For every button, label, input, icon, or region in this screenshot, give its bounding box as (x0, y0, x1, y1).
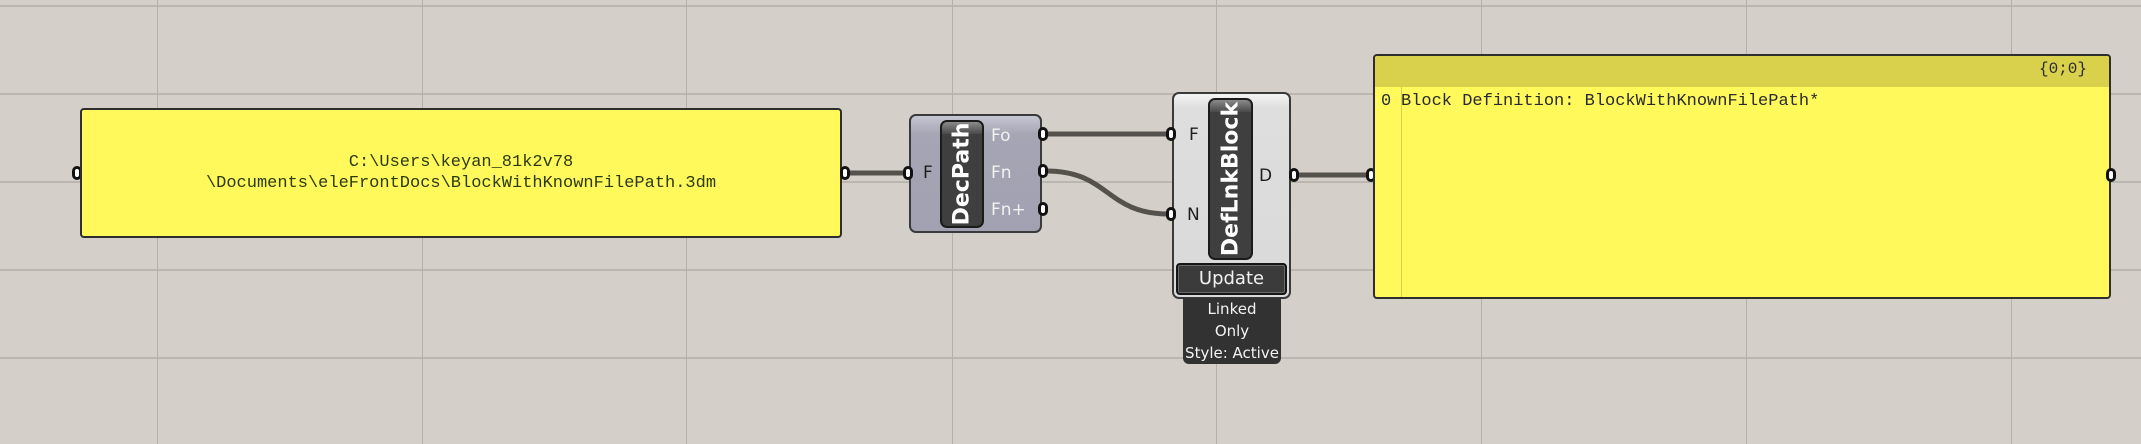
decpath-output-fn-plus[interactable]: Fn+ (991, 200, 1026, 220)
deflnkblock-status-tag: Linked Only Style: Active (1183, 298, 1281, 364)
decpath-fn-grip[interactable] (1038, 164, 1048, 178)
decpath-label: DecPath (940, 120, 984, 228)
decpath-output-fn[interactable]: Fn (991, 163, 1012, 183)
deflnkblock-title: DefLnkBlock (1218, 101, 1243, 257)
decpath-component[interactable]: DecPath F Fo Fn Fn+ (909, 114, 1042, 233)
output-panel-output-grip[interactable] (2106, 168, 2116, 182)
deflnkblock-label: DefLnkBlock (1208, 98, 1253, 260)
tag-line-only: Only (1214, 322, 1250, 340)
row-value: Block Definition: BlockWithKnownFilePath… (1401, 92, 1820, 111)
update-button[interactable]: Update (1176, 263, 1287, 295)
panel-output-grip[interactable] (840, 166, 850, 180)
decpath-title: DecPath (949, 122, 975, 226)
decpath-fo-grip[interactable] (1038, 127, 1048, 141)
deflnkblock-input-f[interactable]: F (1189, 125, 1199, 145)
file-path-line-2: \Documents\eleFrontDocs\BlockWithKnownFi… (205, 174, 717, 193)
grid-line (0, 93, 2141, 95)
file-path-panel[interactable]: C:\Users\keyan_81k2v78 \Documents\eleFro… (80, 108, 842, 238)
grid-line (0, 181, 2141, 183)
deflnkblock-input-n[interactable]: N (1187, 205, 1200, 225)
grid-line (0, 269, 2141, 271)
decpath-input-grip[interactable] (903, 166, 913, 180)
output-panel[interactable]: {0;0} 0 Block Definition: BlockWithKnownF… (1373, 54, 2111, 299)
grid-line (0, 357, 2141, 359)
deflnkblock-n-grip[interactable] (1166, 207, 1176, 221)
decpath-fn-plus-grip[interactable] (1038, 202, 1048, 216)
data-path-label: {0;0} (2038, 60, 2087, 78)
deflnkblock-output-d[interactable]: D (1259, 166, 1273, 186)
output-panel-row: 0 Block Definition: BlockWithKnownFilePat… (1381, 92, 1819, 111)
deflnkblock-d-grip[interactable] (1289, 168, 1299, 182)
deflnkblock-f-grip[interactable] (1166, 127, 1176, 141)
output-panel-header: {0;0} (1375, 56, 2109, 87)
tag-line-style: Style: Active (1185, 344, 1279, 362)
tag-line-linked: Linked (1207, 300, 1257, 318)
file-path-line-1: C:\Users\keyan_81k2v78 (348, 153, 574, 172)
decpath-input-f[interactable]: F (923, 163, 933, 183)
index-column-divider (1401, 56, 1402, 297)
decpath-output-fo[interactable]: Fo (991, 126, 1011, 146)
row-index: 0 (1381, 92, 1392, 111)
wire-fn-to-n (1045, 168, 1170, 217)
grid-line (0, 5, 2141, 7)
